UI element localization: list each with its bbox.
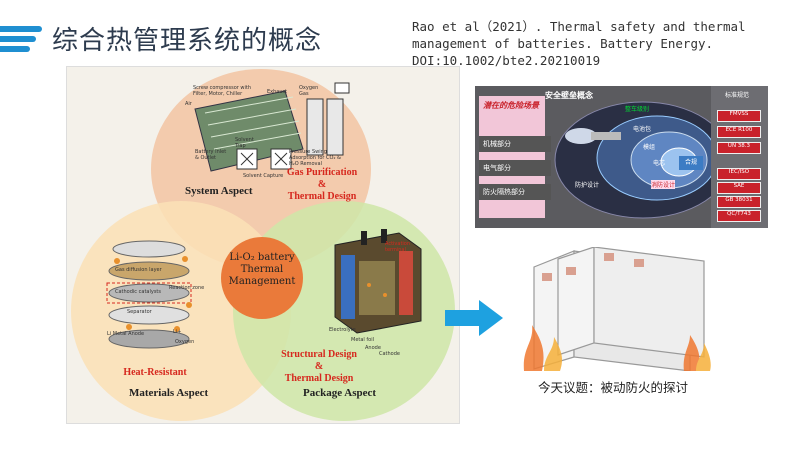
venn-figure: Screw compressor with Filter, Motor, Chi… (66, 66, 460, 424)
package-schematic (334, 229, 422, 334)
std-sae: SAE (717, 182, 761, 194)
pkg-label-electrolyte: Electrolyte (329, 327, 356, 333)
mat-label-catalysts: Cathodic catalysts (115, 289, 162, 295)
battery-cells-graphic (523, 246, 711, 372)
ring-pack: 电池包 (633, 126, 652, 133)
std-gb: GB 38031 (717, 196, 761, 208)
sys-label-compressor: Screw compressor with Filter, Motor, Chi… (193, 85, 252, 97)
system-aspect-label: System Aspect (185, 185, 253, 197)
system-design-line-2: & (317, 179, 327, 190)
sys-label-exhaust: Exhaust (267, 89, 288, 95)
topic-caption: 今天议题：被动防火的探讨 (538, 380, 689, 395)
std-fmvss: FMVSS (717, 110, 761, 122)
ring-vehicle: 整车级别 (625, 106, 650, 113)
compliance-arrow: 合规 (679, 156, 703, 170)
mat-label-reaction-zone: Reaction zone (169, 285, 205, 291)
pkg-label-anode: Anode (365, 345, 381, 351)
package-design-line-2: & (314, 361, 324, 372)
pkg-label-metal-foil: Metal foil (351, 337, 374, 343)
package-design-line-1: Structural Design (281, 349, 357, 360)
system-design-label: Gas Purification & Thermal Design (277, 167, 367, 203)
materials-aspect-label: Materials Aspect (129, 387, 209, 399)
sys-label-air: Air (185, 101, 192, 107)
center-line-1: Li-O₂ battery (229, 252, 295, 263)
risk-item-electrical: 电气部分 (479, 160, 551, 176)
pkg-label-activation: Activation terminal (385, 241, 411, 253)
ring-cell: 电芯 (653, 160, 666, 167)
materials-stack (106, 240, 192, 349)
page-title: 综合热管理系统的概念 (52, 26, 323, 56)
materials-design-label: Heat-Resistant (123, 367, 187, 378)
mat-label-oxygen: Oxygen (175, 339, 195, 345)
sys-label-psa: Pressure Swing Adsorption for CO₂ & H₂O … (289, 149, 341, 167)
battery-fire-illustration (514, 246, 716, 372)
std-un: UN 38.3 (717, 142, 761, 154)
std-ece: ECE R100 (717, 126, 761, 138)
mat-label-anode: Li Metal Anode (107, 331, 145, 337)
mat-label-li-ion: Li+ (173, 329, 182, 335)
std-qct: QC/T743 (717, 210, 761, 222)
system-design-line-3: Thermal Design (287, 191, 357, 202)
package-aspect-label: Package Aspect (303, 387, 377, 399)
sys-label-oxygen: Oxygen Gas (299, 85, 319, 97)
barrier-rings (554, 101, 731, 219)
header-bar-3 (0, 46, 30, 52)
standards-title: 标准规范 (724, 92, 749, 99)
reference-citation: Rao et al（2021）. Thermal safety and ther… (412, 19, 746, 68)
system-schematic (194, 82, 350, 172)
header-bar-1 (0, 26, 42, 32)
mat-label-separator: Separator (127, 309, 152, 315)
std-iec: IEC/ISO (717, 168, 761, 180)
risk-item-mechanical: 机械部分 (479, 136, 551, 152)
mat-label-gdl: Gas diffusion layer (115, 267, 162, 273)
package-design-line-3: Thermal Design (284, 373, 354, 384)
package-design-label: Structural Design & Thermal Design (271, 349, 367, 385)
center-label: Li-O₂ battery Thermal Management (221, 237, 303, 319)
header-bar-2 (0, 36, 36, 42)
safety-barrier-diagram: 安全壁垒概念 潜在的危险场景 机械部分 电气部分 防火隔热部分 整车级别 电池包… (475, 86, 768, 228)
ring-fire-design: 消防设计 (651, 180, 676, 189)
sys-label-solvent-capture: Solvent Capture (243, 173, 284, 179)
ring-protection: 防护设计 (575, 182, 600, 189)
risk-title: 潜在的危险场景 (483, 101, 539, 110)
safety-title: 安全壁垒概念 (545, 91, 593, 100)
risk-item-fire: 防火隔热部分 (479, 184, 551, 200)
sys-label-solvent-trap: Solvent Trap (235, 137, 254, 149)
sys-label-battery: Battery Inlet & Outlet (195, 149, 227, 161)
system-design-line-1: Gas Purification (286, 167, 358, 178)
center-line-3: Management (228, 276, 296, 287)
pkg-label-cathode: Cathode (379, 351, 400, 357)
right-arrow-icon (445, 300, 503, 336)
center-line-2: Thermal (240, 264, 284, 275)
ring-module: 模组 (643, 144, 656, 151)
